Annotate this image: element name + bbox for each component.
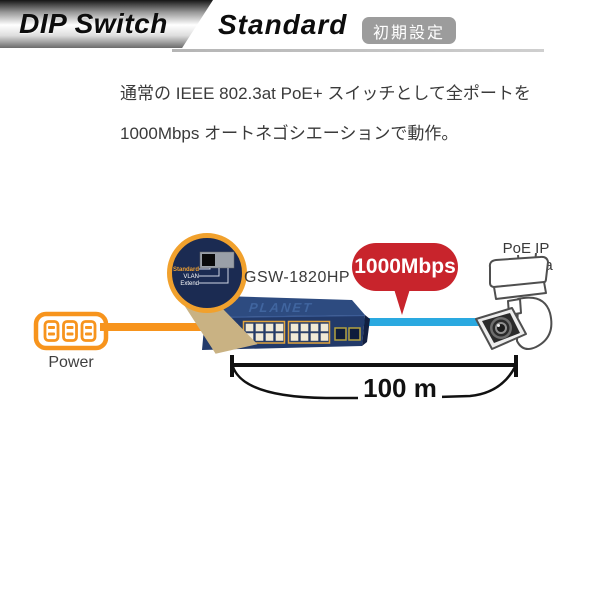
switch-top-bevel — [204, 314, 366, 319]
dip-label-standard: Standard — [173, 267, 199, 273]
description-text: 通常の IEEE 802.3at PoE+ スイッチとして全ポートを 1000M… — [120, 74, 540, 154]
switch-top-face — [205, 296, 365, 317]
camera-body — [516, 296, 553, 350]
camera-lens — [482, 313, 520, 343]
power-label: Power — [48, 354, 94, 371]
distance-measure — [230, 355, 518, 400]
header-title-standard: Standard — [218, 9, 348, 40]
dip-label-vlan: VLAN — [183, 274, 199, 280]
description-line-1: 通常の IEEE 802.3at PoE+ スイッチとして全ポートを — [120, 84, 531, 103]
default-setting-badge: 初期設定 — [362, 17, 456, 44]
speed-badge: 1000Mbps — [352, 243, 458, 291]
distance-label: 100 m — [358, 373, 442, 404]
poe-ip-camera-illustration — [475, 253, 553, 350]
header-left-panel: DIP Switch — [0, 0, 213, 48]
measure-curve-right — [437, 366, 517, 399]
camera-collar — [493, 281, 547, 300]
power-sockets — [43, 320, 97, 342]
camera-head — [488, 255, 549, 288]
power-socket-pins — [48, 326, 92, 336]
switch-model-label: GSW-1820HP — [244, 269, 351, 286]
poe-switch-illustration: PLANET — [202, 296, 370, 350]
speed-badge-pointer — [394, 289, 410, 315]
measure-curve-left — [231, 366, 360, 400]
dip-switch-detail: Standard VLAN Extend — [173, 251, 235, 287]
dip-position-lines — [199, 268, 229, 284]
dip-switch-knob — [202, 254, 215, 266]
sfp-slots — [334, 327, 361, 341]
header-underline — [172, 49, 544, 52]
ethernet-cable — [356, 318, 498, 326]
dip-label-extend: Extend — [180, 281, 199, 287]
dip-switch-magnifier: Standard VLAN Extend — [167, 233, 247, 313]
rj45-port-group-2 — [287, 320, 331, 344]
power-outlet-icon — [33, 311, 109, 351]
switch-brand-text: PLANET — [248, 300, 314, 315]
switch-right-face — [362, 315, 370, 346]
header-title-dip-switch: DIP Switch — [19, 8, 168, 39]
description-line-2: 1000Mbps オートネゴシエーションで動作。 — [120, 124, 459, 143]
power-cable — [100, 323, 212, 331]
